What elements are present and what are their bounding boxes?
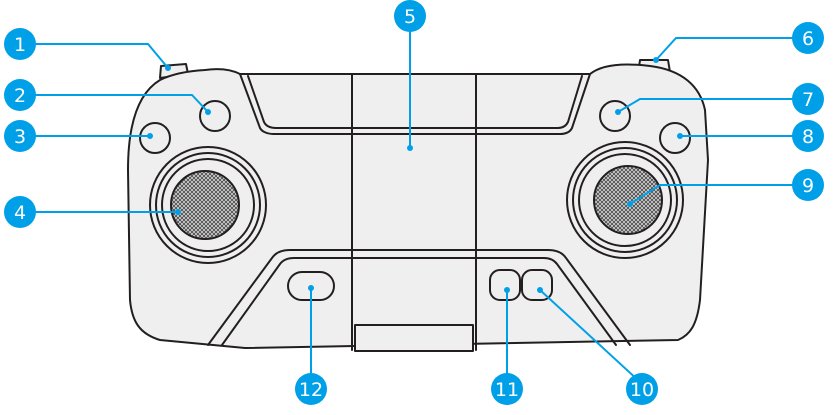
right-stick-ring-inner	[578, 153, 672, 247]
svg-text:3: 3	[14, 126, 26, 148]
callout-4: 4	[4, 196, 36, 228]
button-7	[599, 100, 631, 132]
top-recess	[239, 73, 591, 135]
leader-endpoints	[147, 57, 683, 293]
callout-8: 8	[792, 120, 824, 152]
callout-2: 2	[4, 79, 36, 111]
svg-text:6: 6	[802, 28, 814, 50]
center-clamp	[351, 73, 477, 351]
leader-7	[617, 98, 800, 113]
svg-text:9: 9	[802, 175, 814, 197]
clamp-foot	[354, 324, 474, 352]
svg-text:2: 2	[14, 85, 26, 107]
leader-1	[28, 43, 169, 69]
button-8	[659, 122, 691, 154]
callout-12: 12	[295, 373, 327, 405]
svg-text:7: 7	[802, 89, 814, 111]
right-stick-ring-mid	[572, 147, 678, 253]
svg-text:5: 5	[404, 6, 416, 28]
lower-bay-inner	[221, 257, 617, 346]
callout-11: 11	[491, 373, 523, 405]
top-recess-inner	[247, 75, 583, 129]
button-2	[199, 100, 231, 132]
leader-lines	[28, 18, 800, 383]
leader-9	[629, 184, 800, 205]
button-3	[139, 122, 171, 154]
svg-text:10: 10	[630, 379, 654, 401]
svg-text:12: 12	[299, 379, 323, 401]
callout-10: 10	[626, 373, 658, 405]
left-stick-ring-inner	[161, 158, 255, 252]
callout-5: 5	[394, 0, 426, 32]
svg-text:1: 1	[14, 34, 26, 56]
lower-bay	[207, 249, 631, 346]
leader-2	[28, 94, 209, 113]
controller-body	[127, 63, 709, 349]
button-10	[521, 269, 553, 301]
svg-text:8: 8	[802, 126, 814, 148]
callout-6: 6	[792, 22, 824, 54]
svg-text:11: 11	[495, 379, 519, 401]
left-stick-cap	[170, 170, 240, 240]
leader-6	[655, 37, 800, 61]
button-11	[489, 269, 521, 301]
callout-9: 9	[792, 169, 824, 201]
right-stick-cap	[593, 165, 663, 235]
leader-10	[539, 289, 641, 383]
callout-3: 3	[4, 120, 36, 152]
svg-text:4: 4	[14, 202, 26, 224]
callout-1: 1	[4, 28, 36, 60]
left-stick-ring-mid	[155, 152, 261, 258]
callout-7: 7	[792, 83, 824, 115]
